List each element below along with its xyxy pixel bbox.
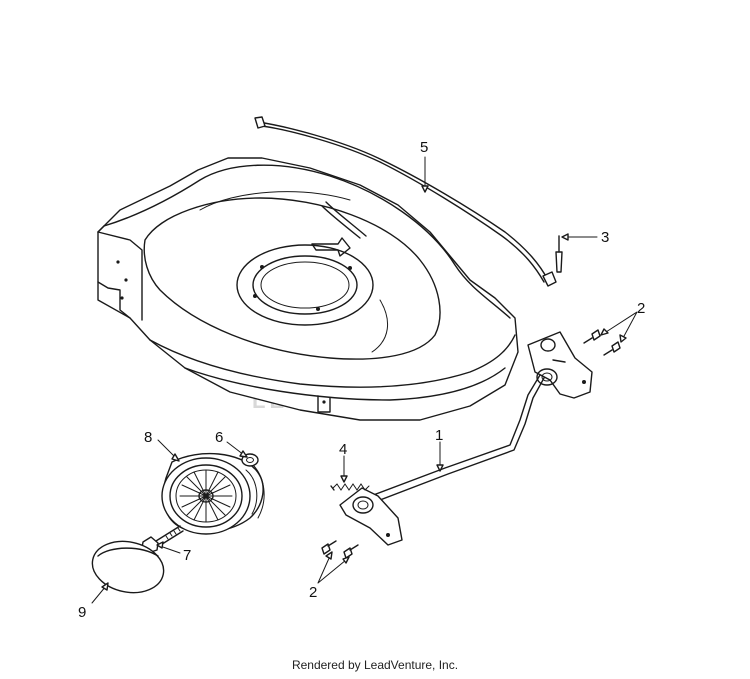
callout-3: 3: [601, 229, 609, 246]
mower-deck: [97, 157, 519, 421]
callout-1: 1: [435, 427, 443, 444]
callout-2-bottom: 2: [309, 584, 317, 601]
part-5-rod: [254, 116, 557, 287]
part-4-spring: [330, 483, 370, 491]
callout-6: 6: [215, 429, 223, 446]
callout-2-top: 2: [637, 300, 645, 317]
part-9-hubcap: [91, 540, 165, 594]
callout-5: 5: [420, 139, 428, 156]
footer-credit: Rendered by LeadVenture, Inc.: [291, 658, 459, 672]
callout-7: 7: [183, 547, 191, 564]
part-2-screws-bottom: [321, 540, 359, 559]
part-8-wheel: [161, 452, 265, 535]
leader-lines: [91, 156, 638, 604]
callout-9: 9: [78, 604, 86, 621]
part-2-screws-top: [583, 329, 621, 356]
part-3-clip: [555, 235, 563, 273]
part-1-axle: [339, 331, 593, 546]
callout-8: 8: [144, 429, 152, 446]
callout-4: 4: [339, 441, 347, 458]
